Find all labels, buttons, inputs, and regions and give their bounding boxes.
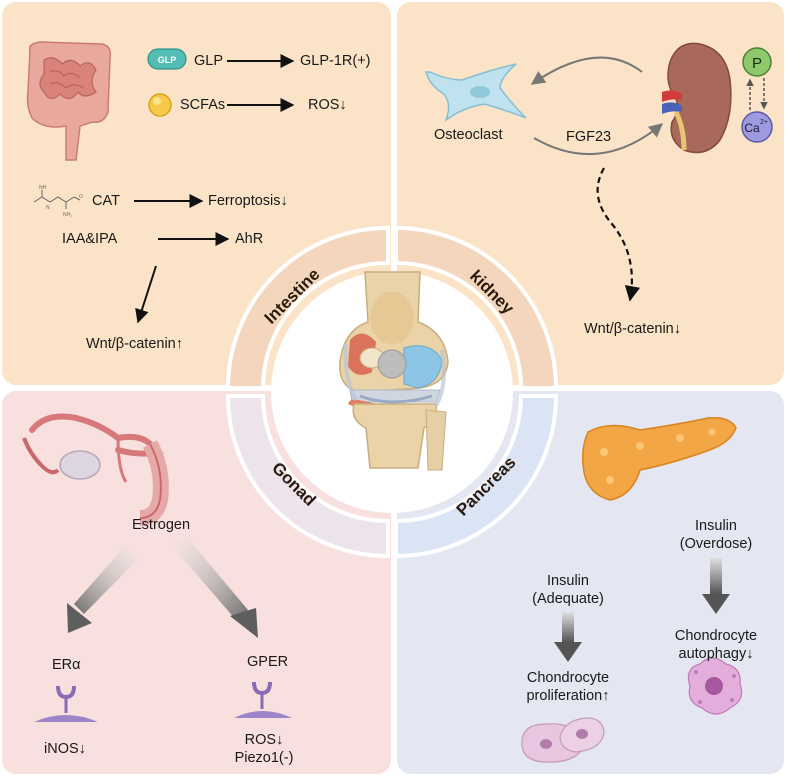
svg-text:NH: NH bbox=[39, 185, 47, 191]
label-era: ERα bbox=[52, 657, 81, 673]
osteoclast-icon bbox=[425, 63, 527, 123]
label-iaa-ipa: IAA&IPA bbox=[62, 231, 118, 247]
estrogen-to-era-arrow bbox=[67, 546, 139, 633]
label-cat: CAT bbox=[92, 193, 120, 209]
calcium-icon: Ca 2+ bbox=[741, 111, 773, 143]
label-gper: GPER bbox=[247, 654, 289, 670]
scfa-coin-icon bbox=[148, 93, 172, 117]
arrow-wnt-up bbox=[135, 265, 157, 324]
label-ahr: AhR bbox=[235, 231, 264, 247]
insulin-overdose-arrow bbox=[702, 558, 730, 614]
ring-segment-gonad bbox=[225, 394, 390, 559]
label-chondrocyte-prolif: Chondrocyte bbox=[526, 670, 610, 686]
label-fgf23: FGF23 bbox=[566, 129, 612, 145]
label-overdose: (Overdose) bbox=[679, 536, 753, 552]
label-chondrocyte-autoph: Chondrocyte bbox=[674, 628, 758, 644]
knee-joint-illustration bbox=[339, 271, 449, 471]
label-adequate: (Adequate) bbox=[532, 591, 604, 607]
era-receptor-icon bbox=[34, 685, 98, 722]
svg-text:N: N bbox=[46, 205, 50, 211]
kidney-icon bbox=[662, 42, 732, 154]
svg-text:Ca: Ca bbox=[744, 121, 760, 135]
estrogen-to-gper-arrow bbox=[172, 536, 258, 638]
ring-segment-kidney bbox=[394, 225, 559, 390]
label-proliferation: proliferation↑ bbox=[526, 688, 610, 704]
proliferating-chondrocytes-icon bbox=[521, 717, 605, 763]
cat-molecule-icon: NH N NH₂ O bbox=[33, 185, 83, 218]
glp-badge: GLP bbox=[147, 48, 187, 70]
gper-receptor-icon bbox=[234, 681, 292, 718]
ring-segment-pancreas bbox=[394, 394, 559, 559]
ring-segment-intestine bbox=[225, 225, 390, 390]
autophagy-chondrocyte-icon bbox=[687, 657, 743, 715]
arrow-kidney-to-osteoclast bbox=[530, 56, 643, 85]
label-ferroptosis: Ferroptosis↓ bbox=[208, 193, 288, 209]
label-autophagy: autophagy↓ bbox=[678, 646, 754, 662]
intestine-icon bbox=[26, 41, 112, 161]
svg-text:2+: 2+ bbox=[760, 119, 768, 126]
svg-text:NH₂: NH₂ bbox=[63, 212, 72, 218]
svg-text:P: P bbox=[752, 55, 762, 72]
label-insulin-overdose: Insulin bbox=[695, 518, 737, 534]
label-wnt-up: Wnt/β-catenin↑ bbox=[86, 336, 183, 352]
ovary-uterus-icon bbox=[22, 413, 169, 526]
label-ros-down-intestine: ROS↓ bbox=[308, 97, 347, 113]
label-scfas: SCFAs bbox=[180, 97, 226, 113]
label-glp-1r: GLP-1R(+) bbox=[300, 53, 371, 69]
label-estrogen: Estrogen bbox=[132, 517, 191, 533]
arrow-wnt-down bbox=[596, 167, 641, 302]
svg-text:GLP: GLP bbox=[158, 55, 177, 65]
label-piezo1: Piezo1(-) bbox=[234, 750, 294, 766]
svg-text:O: O bbox=[79, 194, 83, 200]
label-insulin-adequate: Insulin bbox=[547, 573, 589, 589]
insulin-adequate-arrow bbox=[554, 612, 582, 662]
label-glp: GLP bbox=[194, 53, 224, 69]
label-ros-down-gonad: ROS↓ bbox=[244, 732, 284, 748]
label-wnt-down: Wnt/β-catenin↓ bbox=[584, 321, 681, 337]
label-osteoclast: Osteoclast bbox=[434, 127, 503, 143]
pancreas-icon bbox=[581, 416, 737, 501]
label-inos: iNOS↓ bbox=[44, 741, 86, 757]
arrow-fgf23 bbox=[533, 123, 664, 155]
phosphate-icon: P bbox=[742, 47, 772, 77]
